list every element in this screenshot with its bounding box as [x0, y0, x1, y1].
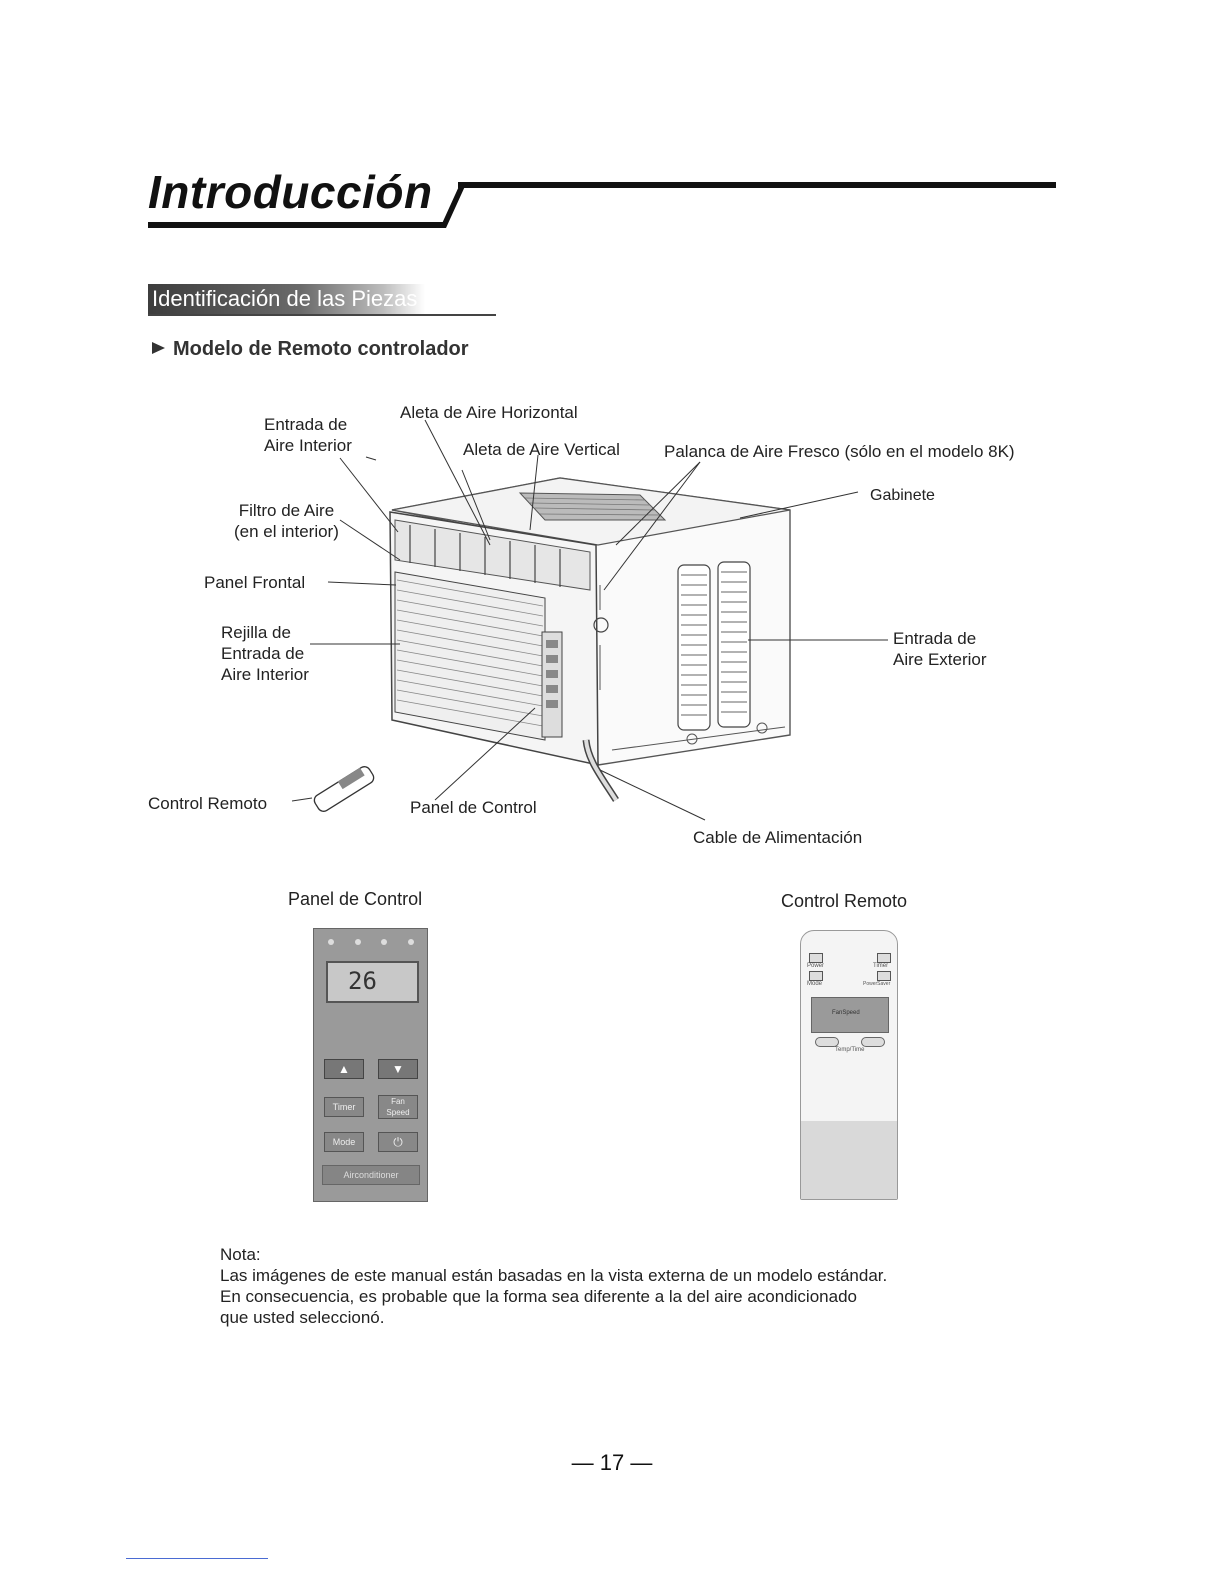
note-line: Las imágenes de este manual están basada… [220, 1265, 887, 1286]
note-line: que usted seleccionó. [220, 1307, 887, 1328]
temp-time-label: Temp/Time [835, 1047, 864, 1053]
label-cable-alimentacion: Cable de Alimentación [693, 827, 862, 848]
note-heading: Nota: [220, 1244, 887, 1265]
remote-grip [801, 1121, 897, 1199]
mode-key[interactable] [809, 971, 823, 981]
timer-button[interactable]: Timer [324, 1097, 364, 1117]
fan-speed-button[interactable]: Fan Speed [378, 1095, 418, 1119]
label-aleta-vertical: Aleta de Aire Vertical [463, 439, 620, 460]
display-screen: 26 [326, 961, 419, 1003]
label-control-remoto: Control Remoto [148, 793, 267, 814]
footnote-rule [126, 1558, 268, 1559]
temp-down-key[interactable] [815, 1037, 839, 1047]
power-key[interactable] [809, 953, 823, 963]
timer-key[interactable] [877, 953, 891, 963]
page-number: — 17 — [0, 1450, 1224, 1476]
label-palanca-aire-fresco: Palanca de Aire Fresco (sólo en el model… [664, 441, 1015, 462]
down-button[interactable]: ▼ [378, 1059, 418, 1079]
power-key-label: Power [807, 963, 824, 969]
remote-control-image: Power Timer Mode PowerSaver FanSpeed Tem… [800, 930, 898, 1200]
remote-control-icon [312, 764, 376, 813]
fan-speed-key-group[interactable]: FanSpeed [811, 997, 889, 1033]
label-entrada-aire-interior: Entrada de Aire Interior [264, 414, 352, 456]
power-saver-key-label: PowerSaver [863, 981, 890, 987]
label-panel-de-control: Panel de Control [410, 797, 537, 818]
label-gabinete: Gabinete [870, 485, 935, 506]
note-block: Nota: Las imágenes de este manual están … [220, 1244, 887, 1328]
control-panel-caption: Panel de Control [288, 889, 422, 910]
label-panel-frontal: Panel Frontal [204, 572, 305, 593]
label-aleta-horizontal: Aleta de Aire Horizontal [400, 402, 578, 423]
fan-speed-key-label: FanSpeed [832, 1010, 860, 1016]
label-filtro-aire: Filtro de Aire (en el interior) [234, 500, 339, 542]
power-button[interactable]: ⏻ [378, 1132, 418, 1152]
control-panel-image: 26 ▲ ▼ Timer Fan Speed Mode ⏻ Airconditi… [313, 928, 428, 1202]
note-line: En consecuencia, es probable que la form… [220, 1286, 887, 1307]
temp-up-key[interactable] [861, 1037, 885, 1047]
remote-caption: Control Remoto [781, 891, 907, 912]
label-entrada-aire-exterior: Entrada de Aire Exterior [893, 628, 987, 670]
power-saver-key[interactable] [877, 971, 891, 981]
power-icon: ⏻ [393, 1135, 403, 1149]
indicator-row [328, 939, 414, 947]
timer-key-label: Timer [873, 963, 888, 969]
mode-button[interactable]: Mode [324, 1132, 364, 1152]
brand-label: Airconditioner [322, 1165, 420, 1185]
mode-key-label: Mode [807, 981, 822, 987]
up-button[interactable]: ▲ [324, 1059, 364, 1079]
display-value: 26 [348, 967, 377, 995]
label-rejilla: Rejilla de Entrada de Aire Interior [221, 622, 309, 685]
